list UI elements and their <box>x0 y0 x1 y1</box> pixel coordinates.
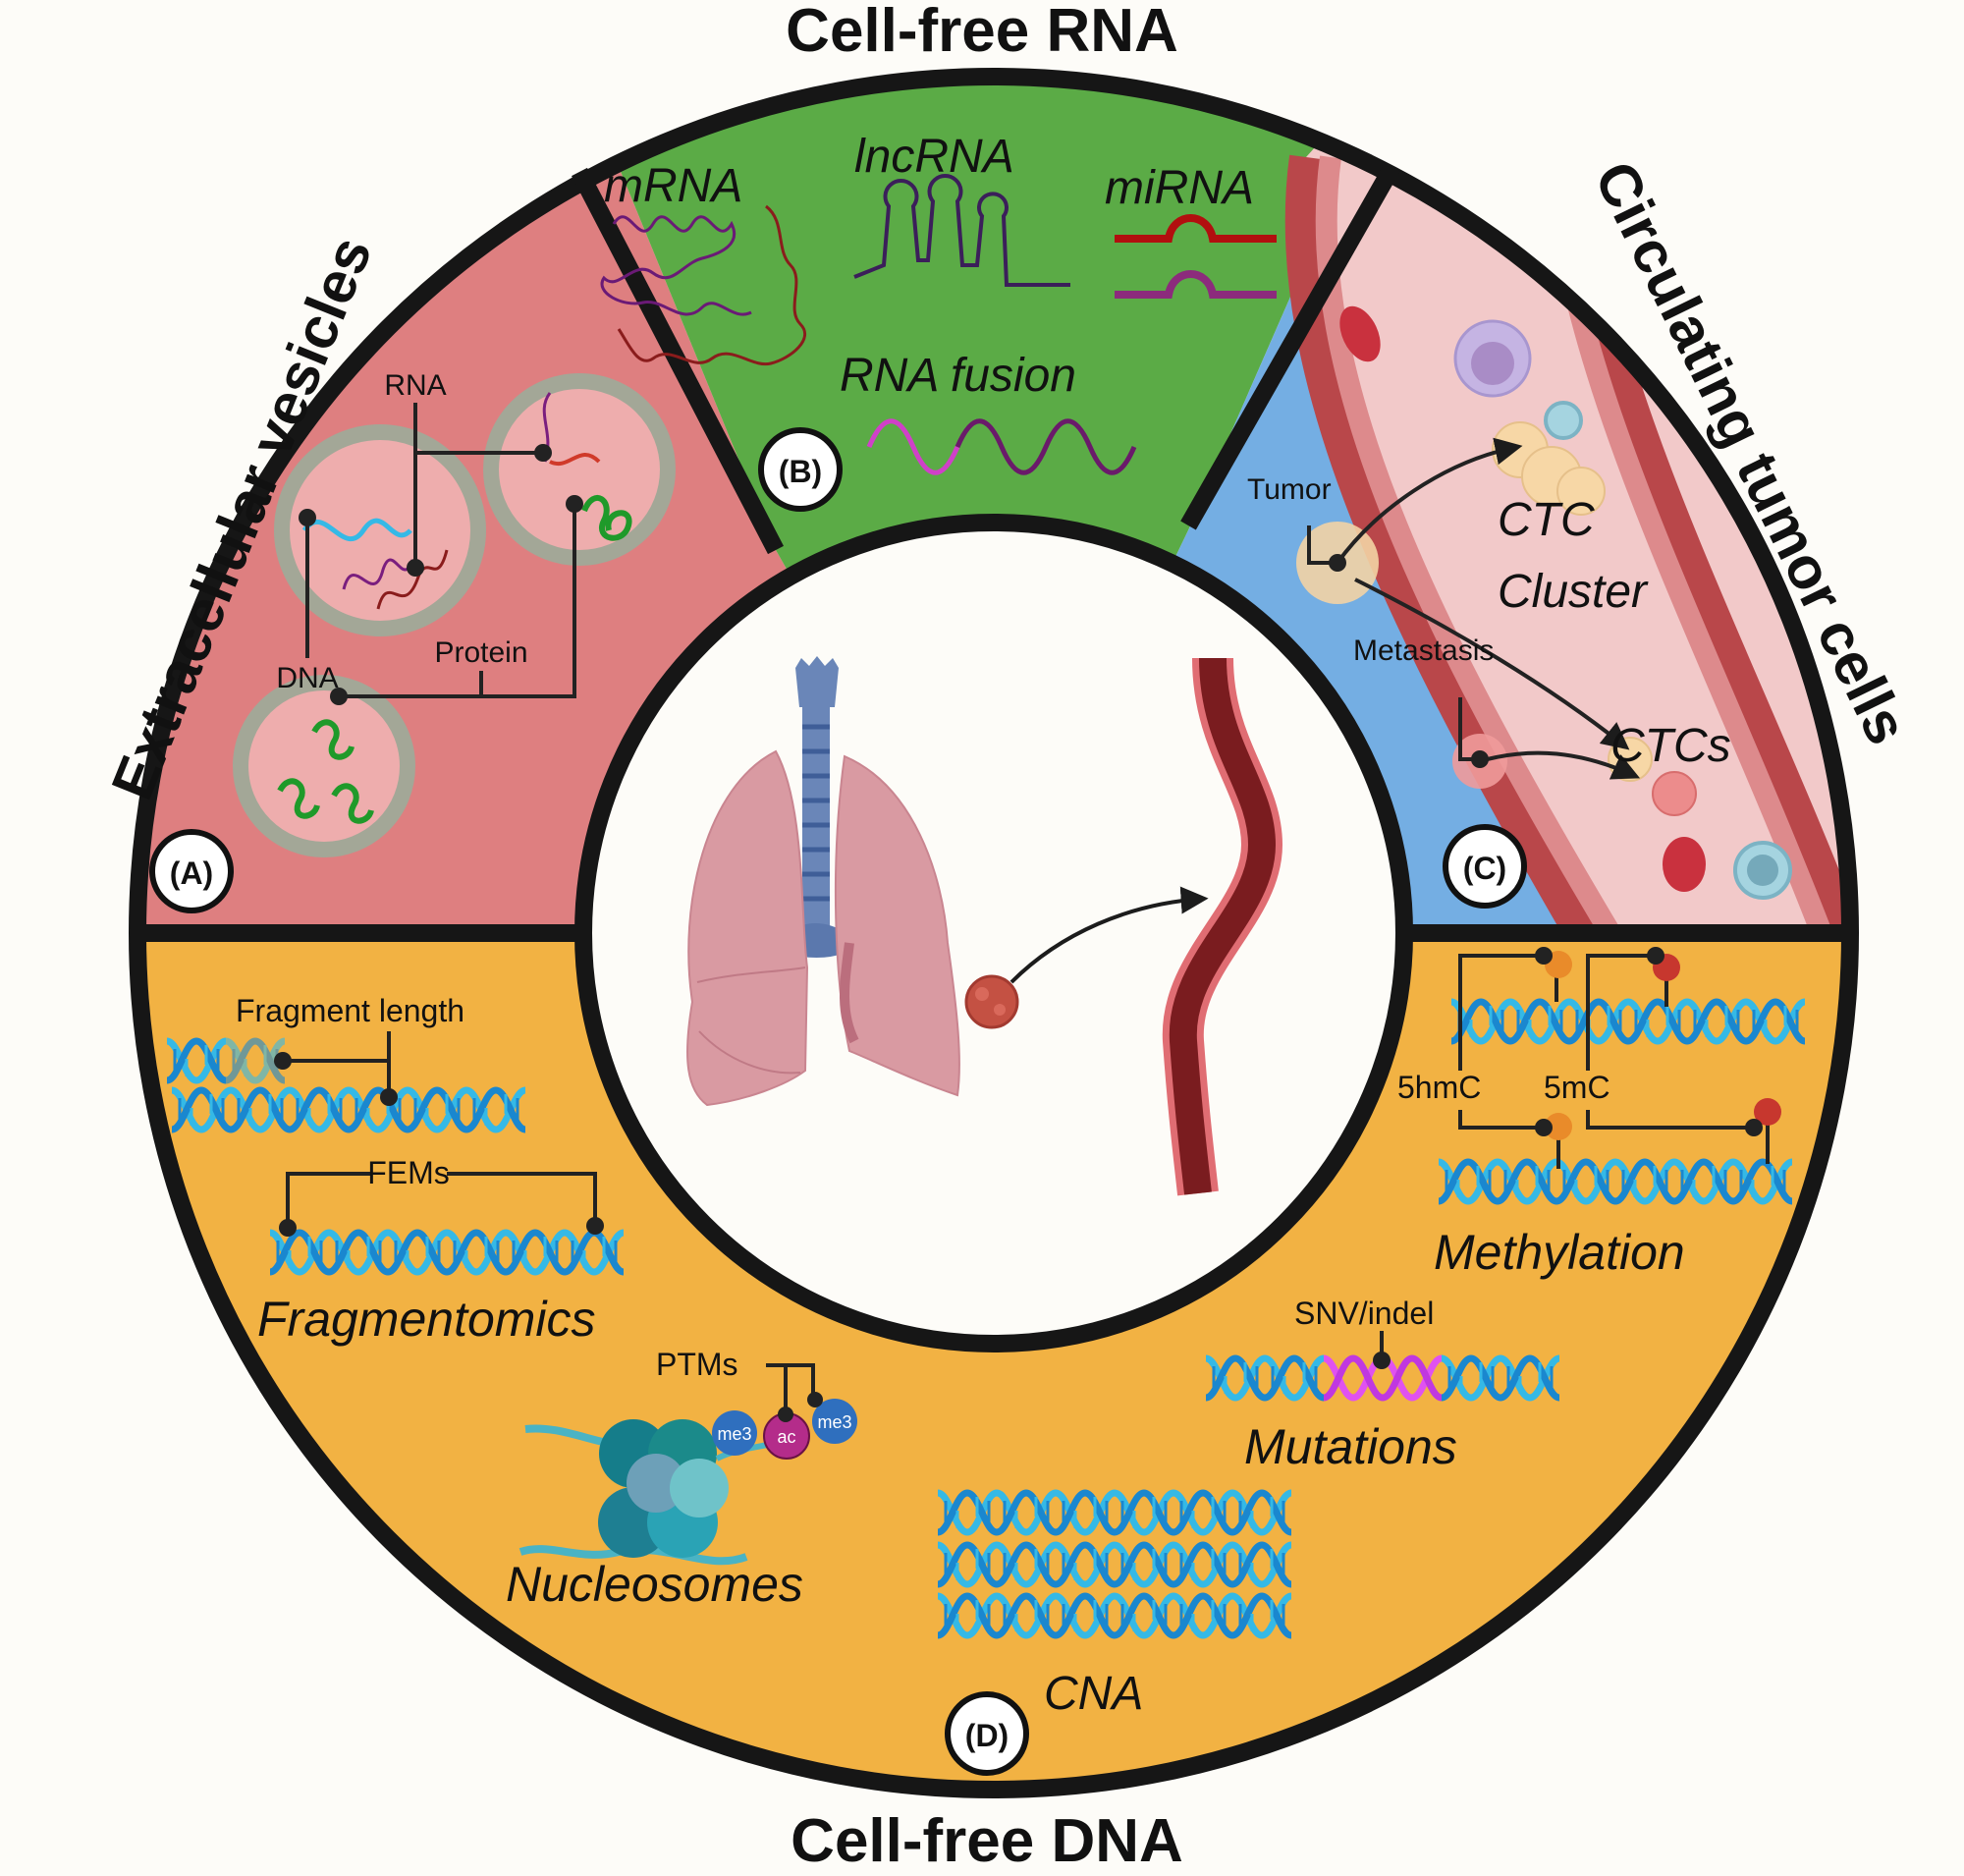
label-fems: FEMs <box>367 1155 450 1190</box>
blood-vessel-icon <box>1162 657 1283 1196</box>
svg-text:me3: me3 <box>717 1424 751 1444</box>
badge-d: (D) <box>945 1691 1029 1776</box>
lncrna-icon <box>853 174 1070 287</box>
label-cna: CNA <box>1044 1668 1143 1720</box>
svg-text:(C): (C) <box>1463 851 1506 886</box>
label-rna: RNA <box>384 369 446 402</box>
mrna-strands-icon <box>600 204 807 366</box>
5mc-mark <box>1754 1098 1781 1126</box>
label-mirna: miRNA <box>1105 162 1254 214</box>
label-rna-fusion: RNA fusion <box>840 350 1076 402</box>
label-metastasis: Metastasis <box>1353 635 1494 667</box>
vesicle <box>233 675 415 857</box>
ptm-me3-2 <box>812 1399 857 1444</box>
vesicle <box>483 373 676 566</box>
lungs-icon <box>686 749 960 1107</box>
label-snv-indel: SNV/indel <box>1294 1296 1434 1331</box>
svg-text:(D): (D) <box>965 1718 1009 1753</box>
label-fragment-length: Fragment length <box>236 993 464 1028</box>
label-lncrna: lncRNA <box>854 131 1014 183</box>
section-a: RNA DNA Protein (A) <box>149 369 676 913</box>
section-d: Fragment length FEMs Fragmentomics me3 a… <box>167 947 1805 1776</box>
label-5hmc: 5hmC <box>1397 1070 1481 1105</box>
vesicle <box>274 424 486 636</box>
section-c: Tumor Metastasis CTC Cluster CTCs (C) <box>1247 437 1731 909</box>
label-protein: Protein <box>434 636 527 669</box>
badge-b: (B) <box>758 427 843 512</box>
ptm-me3-1 <box>712 1410 757 1456</box>
title-cell-free-dna: Cell-free DNA <box>791 1807 1183 1875</box>
label-methylation: Methylation <box>1434 1225 1685 1280</box>
label-mutations: Mutations <box>1244 1419 1457 1474</box>
label-5mc: 5mC <box>1544 1070 1610 1105</box>
label-nucleosomes: Nucleosomes <box>506 1557 803 1612</box>
label-tumor: Tumor <box>1247 473 1332 506</box>
trachea-icon <box>786 656 846 958</box>
mirna-icon <box>1115 214 1277 299</box>
svg-text:(A): (A) <box>170 855 213 891</box>
rna-fusion-icon <box>866 418 1137 475</box>
badge-c: (C) <box>1443 824 1527 909</box>
nucleosome-icon <box>518 1419 797 1566</box>
metastasis-arrow-icon <box>1009 886 1209 984</box>
center-illustration <box>686 656 1283 1196</box>
section-b: mRNA lncRNA miRNA RNA fusion (B) <box>600 131 1277 512</box>
badge-a: (A) <box>149 829 234 913</box>
label-mrna: mRNA <box>604 160 742 212</box>
5hmc-mark <box>1545 1113 1572 1140</box>
title-cell-free-rna: Cell-free RNA <box>786 0 1178 65</box>
label-dna: DNA <box>276 662 338 694</box>
label-ctc-cluster-1: CTC <box>1498 494 1595 546</box>
label-ptms: PTMs <box>656 1347 738 1382</box>
label-ctcs: CTCs <box>1610 720 1731 772</box>
ptm-marks: me3 ac me3 <box>712 1399 857 1460</box>
lung-tumor-icon <box>964 974 1019 1029</box>
svg-text:(B): (B) <box>779 454 822 489</box>
label-ctc-cluster-2: Cluster <box>1498 566 1649 618</box>
label-fragmentomics: Fragmentomics <box>257 1292 596 1347</box>
svg-text:me3: me3 <box>817 1412 851 1432</box>
svg-text:ac: ac <box>777 1427 795 1447</box>
callout-lines <box>305 403 576 698</box>
